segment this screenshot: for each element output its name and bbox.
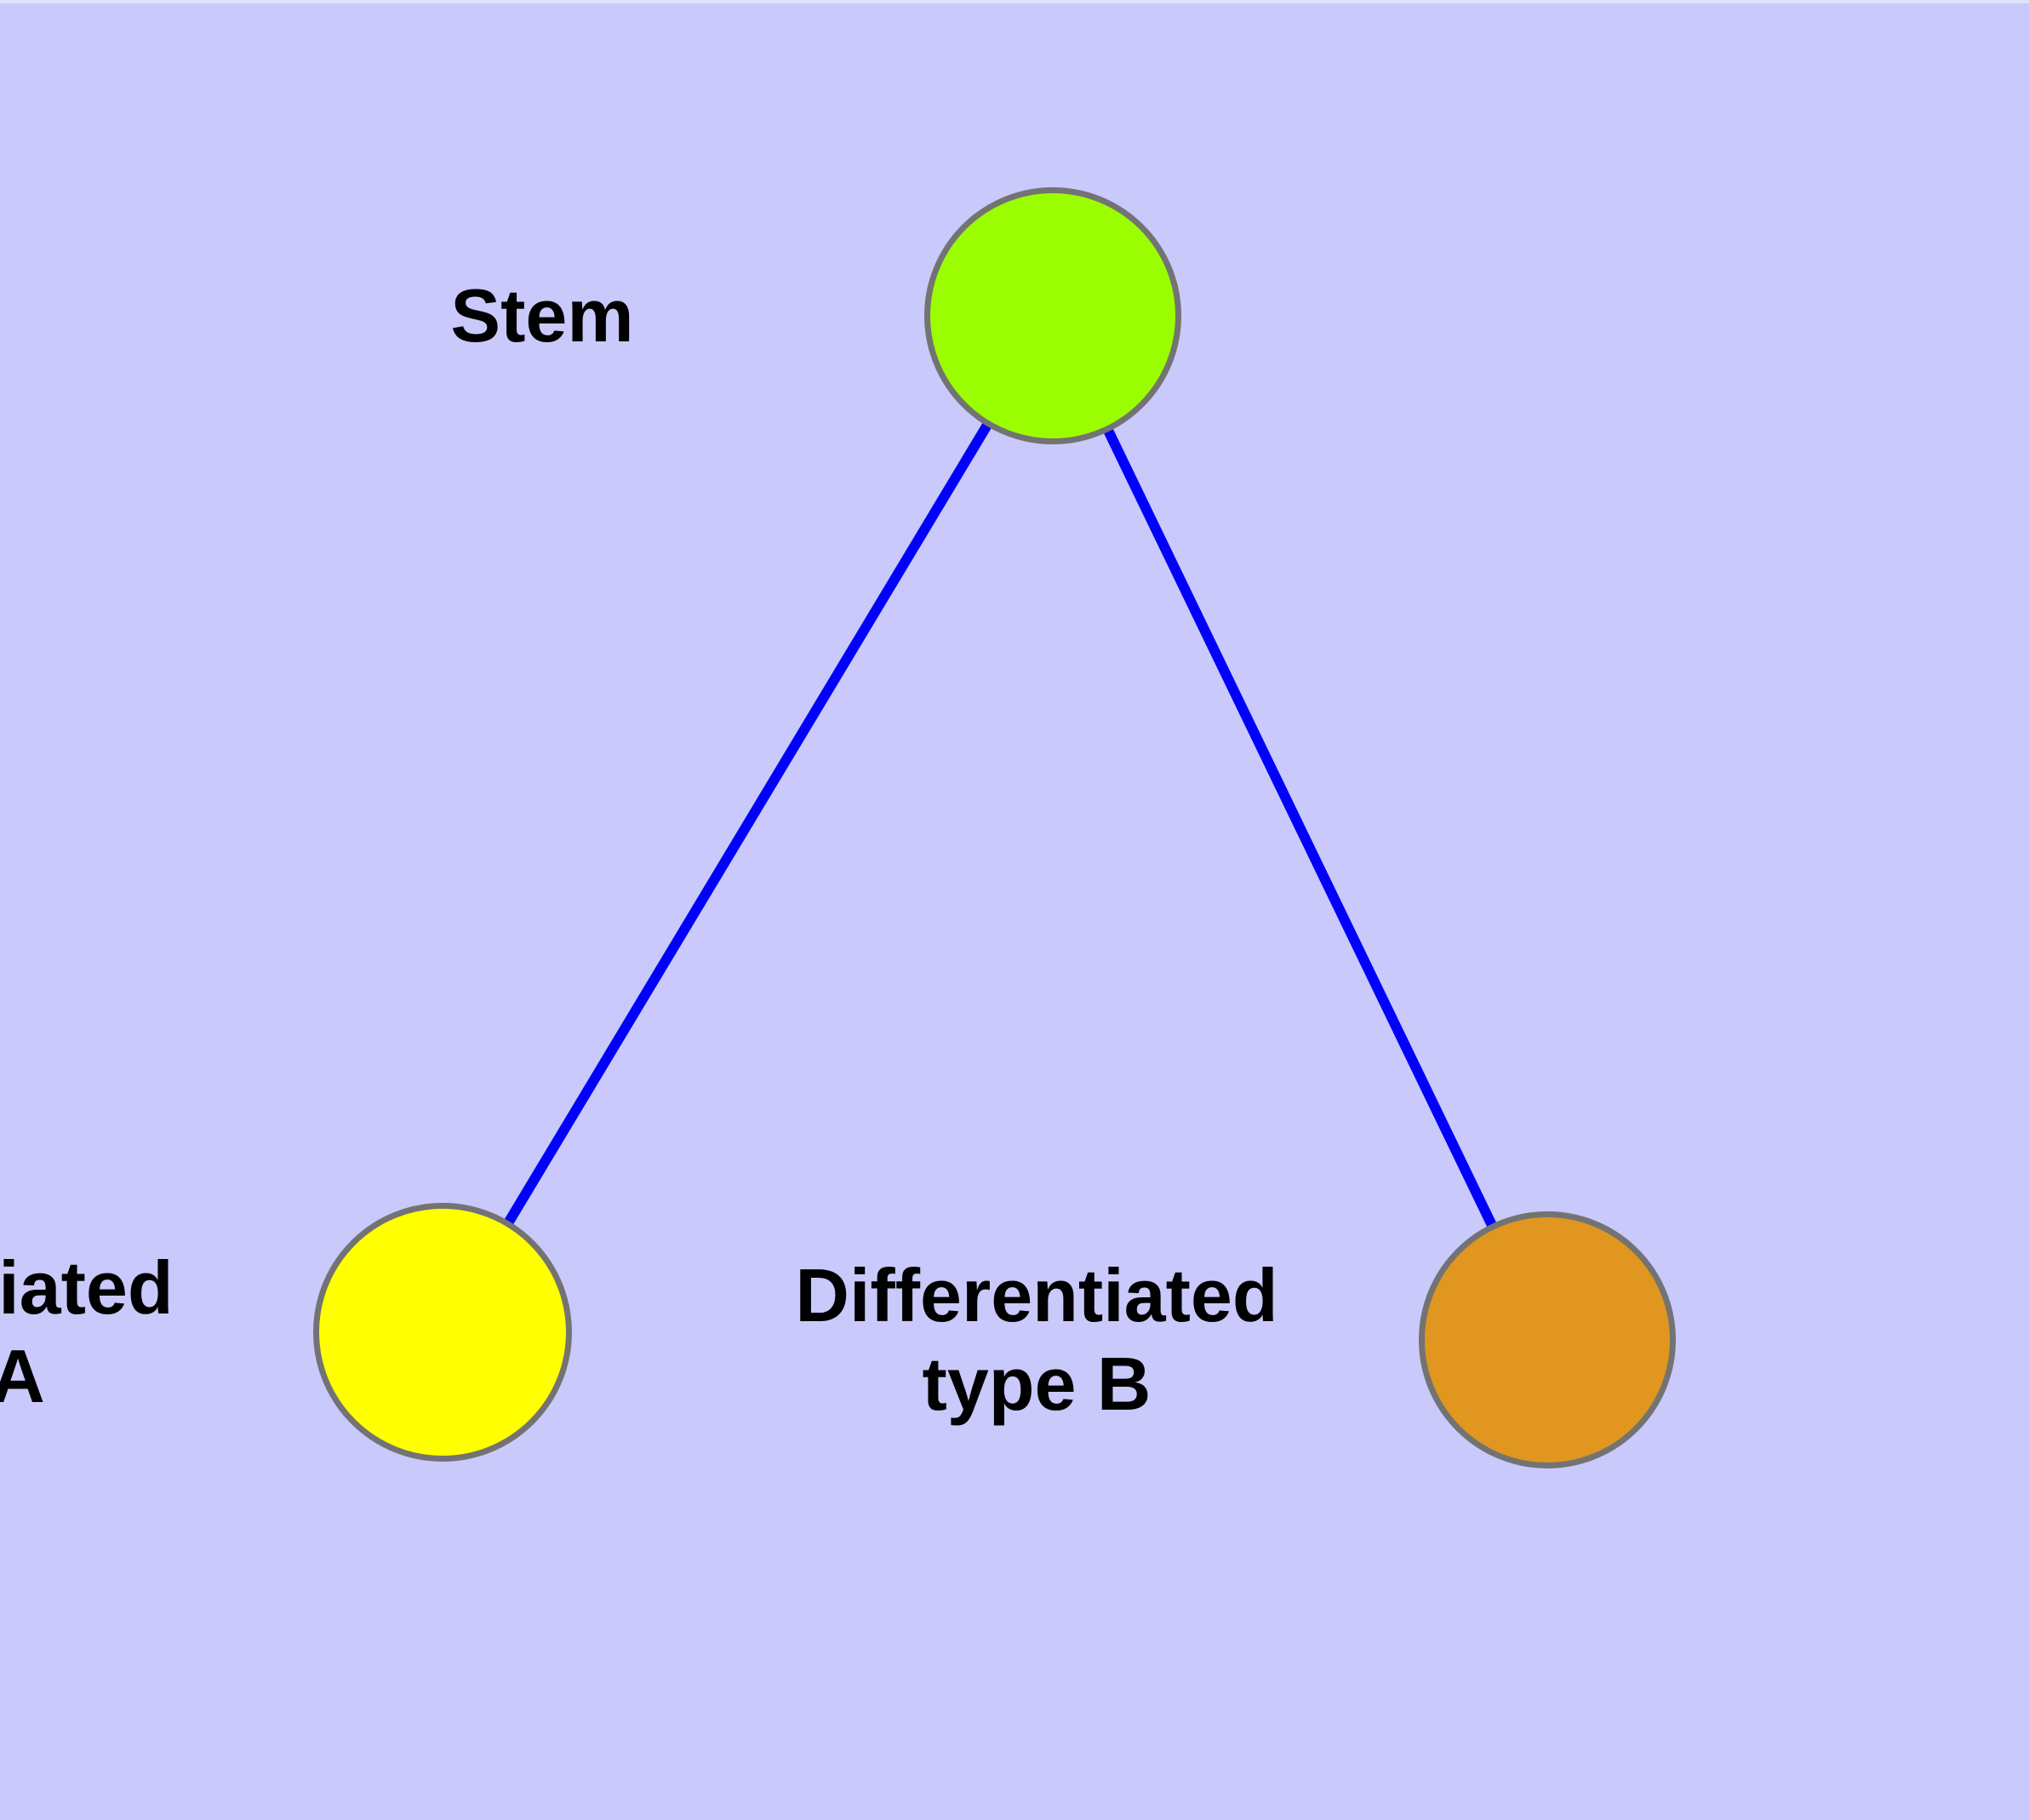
node-differentiated-type-a <box>313 1203 572 1462</box>
node-differentiated-type-b <box>1419 1211 1676 1468</box>
canvas-top-edge-highlight <box>0 0 2029 3</box>
edge-stem-to-type-b <box>1048 313 1552 1342</box>
edge-stem-to-type-a <box>437 312 1058 1336</box>
node-stem <box>924 187 1181 444</box>
